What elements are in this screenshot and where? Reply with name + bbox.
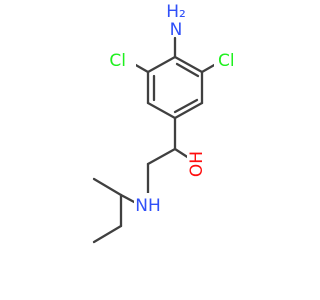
structure-canvas: H₂ N Cl Cl OH NH <box>92 2 238 244</box>
atom-labels: H₂ N Cl Cl OH NH <box>109 2 238 216</box>
amino-label: N <box>170 20 183 40</box>
molecule-structure: H₂ N Cl Cl OH NH <box>92 2 238 244</box>
chlorine-right-bg <box>214 51 238 73</box>
bond-ring-top-left <box>146 55 177 74</box>
bond-amine-to-methine <box>119 193 138 205</box>
bond-ring-bottom-left <box>146 101 177 120</box>
amino-label-h2: H₂ <box>166 2 186 22</box>
amine-label: NH <box>135 196 161 216</box>
chlorine-right-label: Cl <box>218 51 235 71</box>
bond-carbinol-to-methylene <box>146 147 177 166</box>
hydroxyl-bg <box>187 146 203 182</box>
bond-ring-bottom-right <box>173 101 204 120</box>
bond-ring-bottom-right-inner <box>173 98 199 114</box>
bond-methine-to-methyl <box>92 177 123 197</box>
chlorine-left-label: Cl <box>109 51 126 71</box>
hydroxyl-label-vertical: OH <box>187 151 207 177</box>
hydroxyl-label: OH <box>187 151 207 177</box>
chlorine-left-bg <box>112 51 136 73</box>
amino-label-bg <box>163 5 189 35</box>
bond-ethyl-terminal <box>92 224 123 244</box>
amine-bg <box>134 193 164 213</box>
bond-ring-top-right-inner <box>175 62 200 78</box>
bond-chlorine-left <box>132 62 150 74</box>
bond-chlorine-right <box>200 62 218 74</box>
bond-ring-top-right <box>173 55 204 74</box>
